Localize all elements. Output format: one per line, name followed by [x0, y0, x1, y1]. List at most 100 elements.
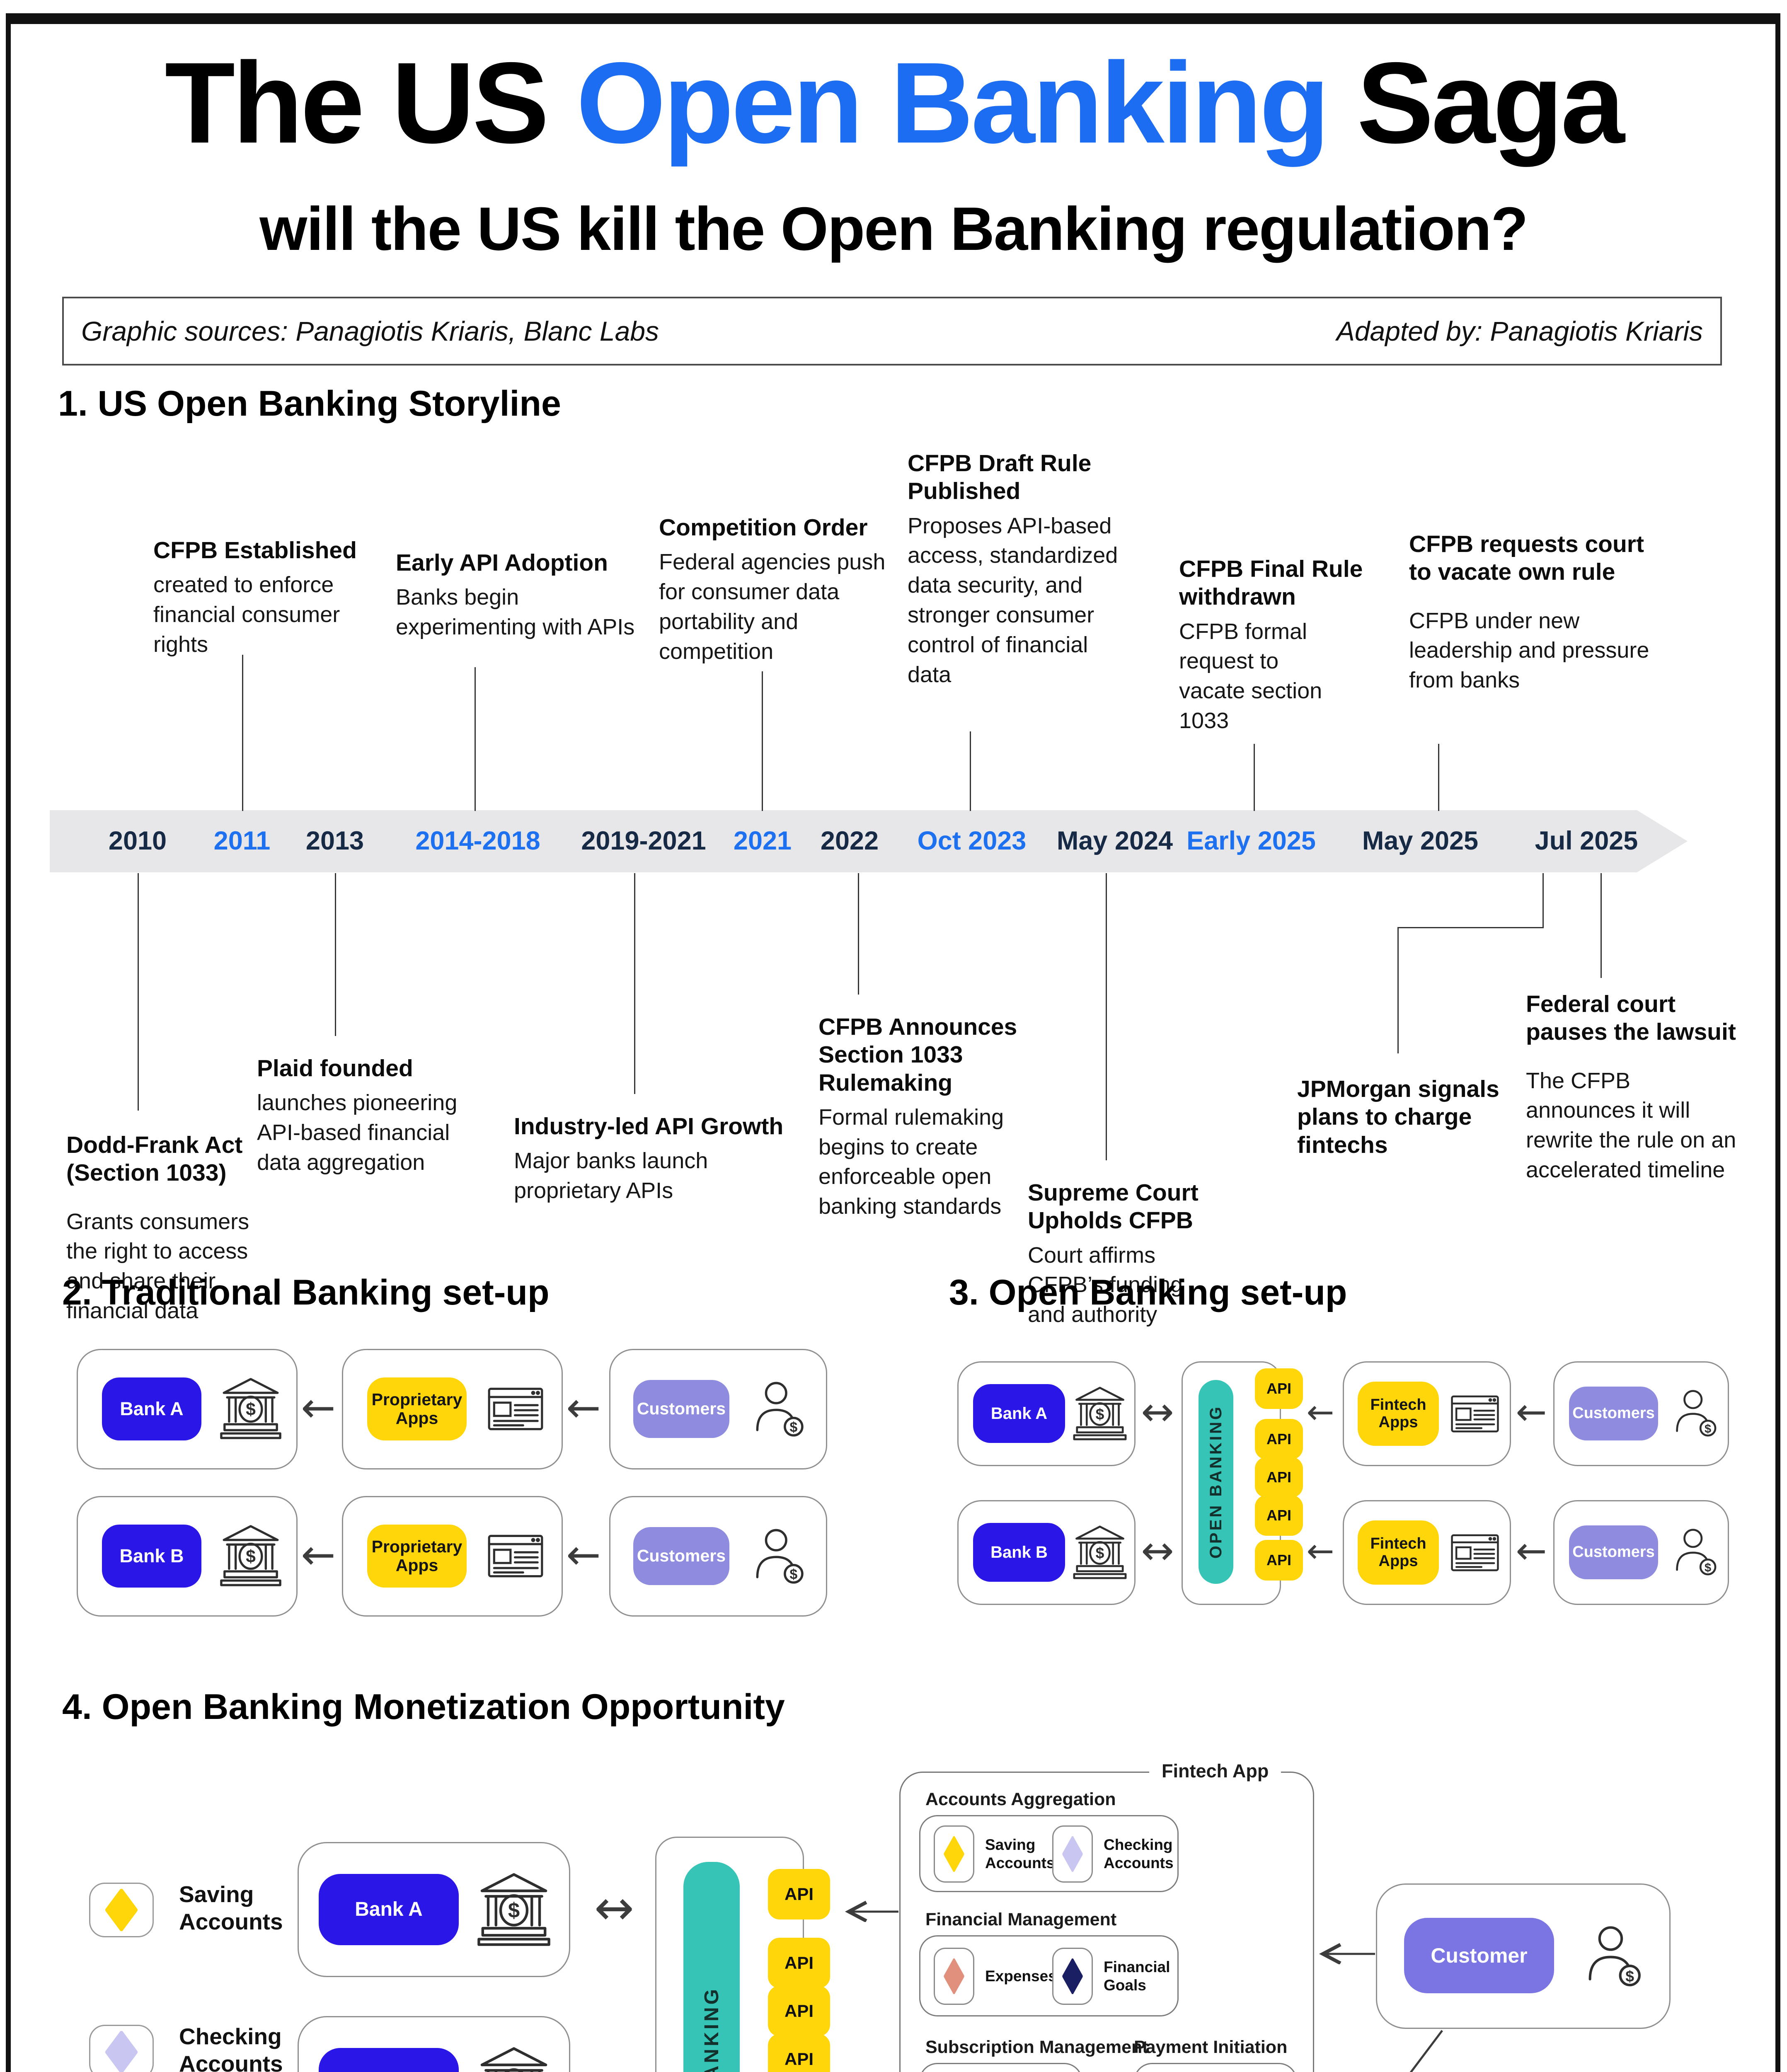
event-title: CFPB Established [153, 537, 357, 564]
double-arrow-icon: ↔ [594, 2058, 634, 2072]
event-body: Banks begin experimenting with APIs [396, 585, 635, 640]
left-arrow-icon: ← [566, 1383, 601, 1432]
legend-saving-label: Saving Accounts [179, 1881, 283, 1934]
timeline-year: Early 2025 [1186, 826, 1316, 855]
event-title: Competition Order [659, 514, 868, 541]
timeline-event: CFPB requests court to vacate own rule C… [1409, 530, 1666, 695]
connector-line [138, 873, 139, 1111]
person-icon [1666, 1523, 1723, 1580]
group-heading: Subscription Management [925, 2037, 1148, 2057]
customers-card: Customers [609, 1496, 827, 1617]
event-title: Dodd-Frank Act (Section 1033) [66, 1132, 243, 1186]
diamond-box [934, 1948, 974, 2005]
person-icon [1666, 1384, 1723, 1441]
bank-b-pill: Bank B [102, 1525, 201, 1588]
left-arrow-icon: ← [1306, 1532, 1334, 1570]
group-heading: Payment Initiation [1134, 2037, 1288, 2057]
timeline-event: CFPB Announces Section 1033 Rulemaking F… [818, 1013, 1026, 1222]
event-body: Federal agencies push for consumer data … [659, 549, 886, 664]
left-arrow-icon: ← [301, 1530, 336, 1579]
timeline-year: May 2024 [1056, 826, 1173, 855]
customers-pill: Customers [1569, 1387, 1658, 1440]
bank-a-card: Bank A [298, 1842, 570, 1977]
event-title: CFPB Draft Rule Published [908, 450, 1092, 505]
double-arrow-icon: ↔ [1141, 1389, 1174, 1435]
saving-accounts-item: Saving Accounts [934, 1825, 1068, 1883]
proprietary-apps-card: Proprietary Apps [342, 1496, 563, 1617]
sources-left: Graphic sources: Panagiotis Kriaris, Bla… [81, 316, 659, 346]
diamond-box [934, 1825, 974, 1883]
bank-a-card: Bank A [77, 1349, 298, 1469]
person-icon [744, 1522, 811, 1589]
customers-card: Customers [1553, 1361, 1729, 1466]
event-title: Federal court pauses the lawsuit [1526, 991, 1736, 1046]
timeline-year: 2022 [820, 826, 879, 855]
diamond-box [1052, 1825, 1093, 1883]
timeline-year: 2013 [305, 826, 364, 855]
timeline-year: 2014-2018 [415, 826, 540, 855]
event-body: Court affirms CFPB’s funding and authori… [1028, 1242, 1183, 1327]
timeline-event: CFPB Draft Rule Published Proposes API-b… [908, 450, 1121, 690]
group-heading: Accounts Aggregation [925, 1789, 1116, 1809]
title-pre: The US [165, 38, 576, 167]
timeline-year: 2011 [213, 826, 271, 855]
customers-pill: Customers [1569, 1525, 1658, 1579]
event-title: CFPB requests court to vacate own rule [1409, 531, 1644, 586]
section2-heading: 2. Traditional Banking set-up [62, 1273, 550, 1312]
event-body: The CFPB announces it will rewrite the r… [1526, 1068, 1736, 1182]
bank-icon [1071, 1524, 1128, 1581]
connector-line [1397, 927, 1399, 1053]
bank-icon [1071, 1385, 1128, 1442]
connector-line [475, 667, 476, 811]
api-badge: API [768, 2034, 830, 2072]
connector-line [242, 655, 243, 811]
timeline-bar [50, 810, 1637, 872]
monetization-arrows [0, 1740, 1443, 2072]
legend-checking-label: Checking Accounts [179, 2024, 283, 2072]
bank-a-pill: Bank A [973, 1384, 1065, 1443]
item-label: Expenses [985, 1968, 1057, 1985]
bank-b-card: Bank B [957, 1500, 1136, 1605]
timeline-event: Dodd-Frank Act (Section 1033) Grants con… [66, 1131, 278, 1326]
checking-accounts-item: Checking Accounts [1052, 1825, 1186, 1883]
api-badge: API [1255, 1540, 1303, 1581]
customer-pill: Customer [1404, 1918, 1554, 1993]
connector-line [762, 671, 763, 811]
section3-heading: 3. Open Banking set-up [949, 1273, 1347, 1312]
bank-b-pill: Bank B [319, 2048, 459, 2072]
bank-b-card: Bank B [298, 2016, 570, 2072]
event-title: JPMorgan signals plans to charge fintech… [1297, 1076, 1499, 1158]
item-label: Saving Accounts [985, 1836, 1055, 1871]
event-body: launches pioneering API-based financial … [257, 1090, 458, 1175]
sources-box: Graphic sources: Panagiotis Kriaris, Bla… [62, 297, 1722, 366]
legend-checking-box [89, 2025, 154, 2072]
financial-goals-item: Financial Goals [1052, 1948, 1186, 2005]
connector-line [634, 873, 635, 1094]
timeline-year: 2010 [108, 826, 167, 855]
diamond-box [1052, 1948, 1093, 2005]
fintech-apps-pill: Fintech Apps [1358, 1520, 1439, 1585]
timeline-year: 2019-2021 [581, 826, 706, 855]
event-body: CFPB under new leadership and pressure f… [1409, 608, 1649, 693]
timeline-event: Federal court pauses the lawsuit The CFP… [1526, 990, 1737, 1185]
customers-card: Customers [1553, 1500, 1729, 1605]
left-arrow-icon: ← [1306, 1393, 1334, 1431]
legend-saving-box [89, 1883, 154, 1937]
event-body: Major banks launch proprietary APIs [514, 1148, 708, 1203]
left-arrow-icon: ← [1516, 1390, 1547, 1434]
proprietary-apps-pill: Proprietary Apps [367, 1377, 467, 1440]
browser-icon [484, 1525, 547, 1588]
timeline-event: Plaid founded launches pioneering API-ba… [257, 1055, 472, 1178]
event-body: created to enforce financial consumer ri… [153, 572, 340, 657]
page-title: The US Open Banking Saga [0, 36, 1787, 169]
item-label: Financial Goals [1104, 1958, 1170, 1994]
open-banking-pill: OPEN BANKING [683, 1862, 740, 2072]
event-body: Formal rulemaking begins to create enfor… [818, 1104, 1004, 1219]
event-title: Early API Adoption [396, 549, 608, 576]
timeline-event: CFPB Established created to enforce fina… [153, 537, 371, 660]
left-arrow-icon: ← [1516, 1529, 1547, 1573]
browser-icon [1448, 1387, 1502, 1441]
connector-line [1254, 744, 1255, 811]
page-subtitle: will the US kill the Open Banking regula… [259, 195, 1528, 263]
